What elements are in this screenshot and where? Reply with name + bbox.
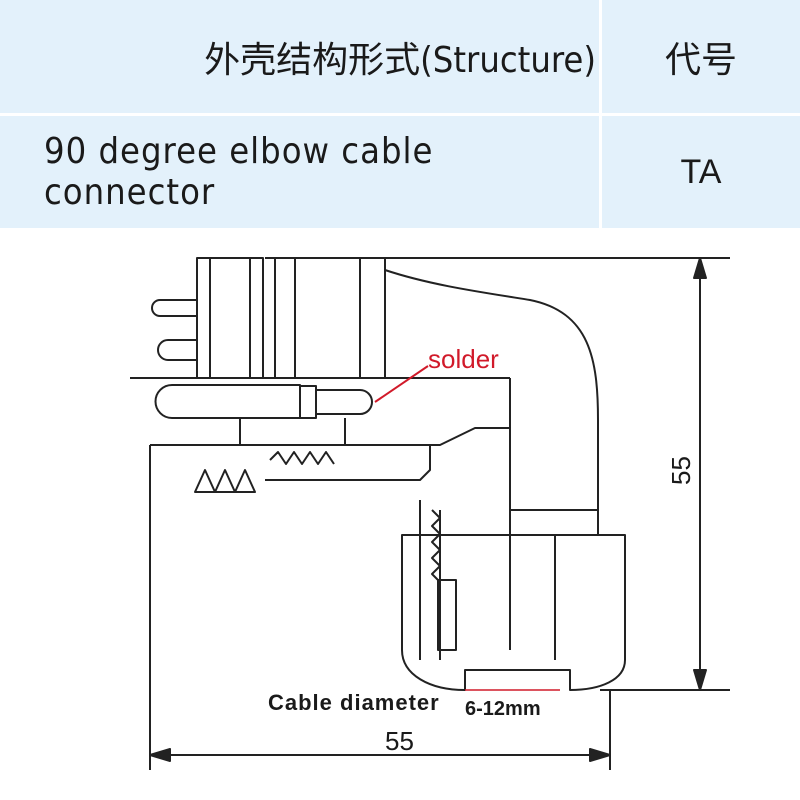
hex-body [274, 257, 386, 379]
pin-middle [157, 339, 197, 361]
height-dimension-label: 55 [666, 456, 696, 485]
cable-diameter-label: Cable diameter [268, 690, 440, 715]
connector-drawing: solder Cable diameter 6-12mm 55 55 [130, 257, 730, 770]
solder-pin [154, 384, 301, 419]
spring-coil [269, 451, 335, 465]
inner-body [150, 427, 511, 510]
coupling-nut [196, 257, 264, 379]
thread-teeth-left [194, 469, 256, 493]
pin-upper [151, 299, 197, 317]
structure-value: 90 degree elbow cable connector [44, 131, 434, 213]
spec-table: 外壳结构形式(Structure) 代号 90 degree elbow cab… [0, 0, 800, 228]
width-dimension-label: 55 [385, 726, 414, 756]
code-value: TA [680, 152, 722, 191]
cable-range-label: 6-12mm [465, 698, 541, 720]
gland-nut [401, 534, 626, 691]
elbow-housing [384, 269, 599, 511]
solder-label: solder [428, 344, 499, 374]
structure-header: 外壳结构形式(Structure) [204, 40, 596, 81]
solder-leader [374, 365, 429, 403]
gland-threads [509, 509, 599, 536]
table-row-divider [0, 113, 800, 116]
code-header: 代号 [664, 40, 737, 81]
seal-insert [437, 579, 457, 651]
